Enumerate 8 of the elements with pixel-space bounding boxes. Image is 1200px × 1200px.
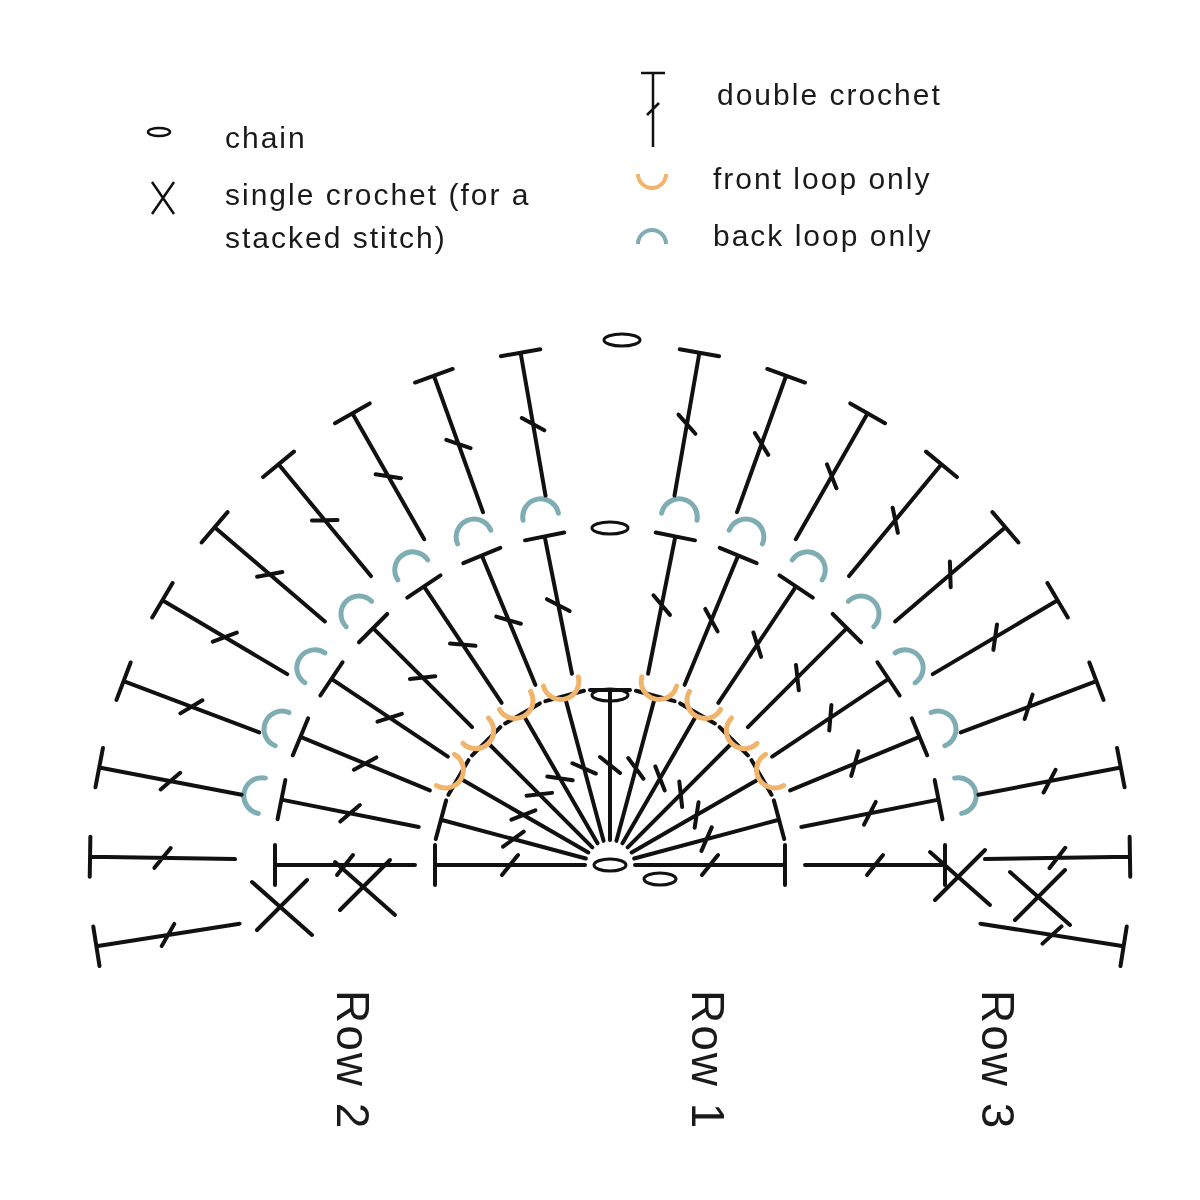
legend-text: chain bbox=[225, 120, 308, 156]
legend-text: front loop only bbox=[713, 161, 933, 197]
legend-text: double crochet bbox=[717, 77, 943, 113]
legend-text: back loop only bbox=[713, 218, 934, 254]
row-label: Row 2 bbox=[326, 990, 380, 1131]
legend-text: single crochet (for a stacked stitch) bbox=[225, 177, 532, 256]
row-label: Row 3 bbox=[971, 990, 1025, 1131]
row-label: Row 1 bbox=[681, 990, 735, 1131]
